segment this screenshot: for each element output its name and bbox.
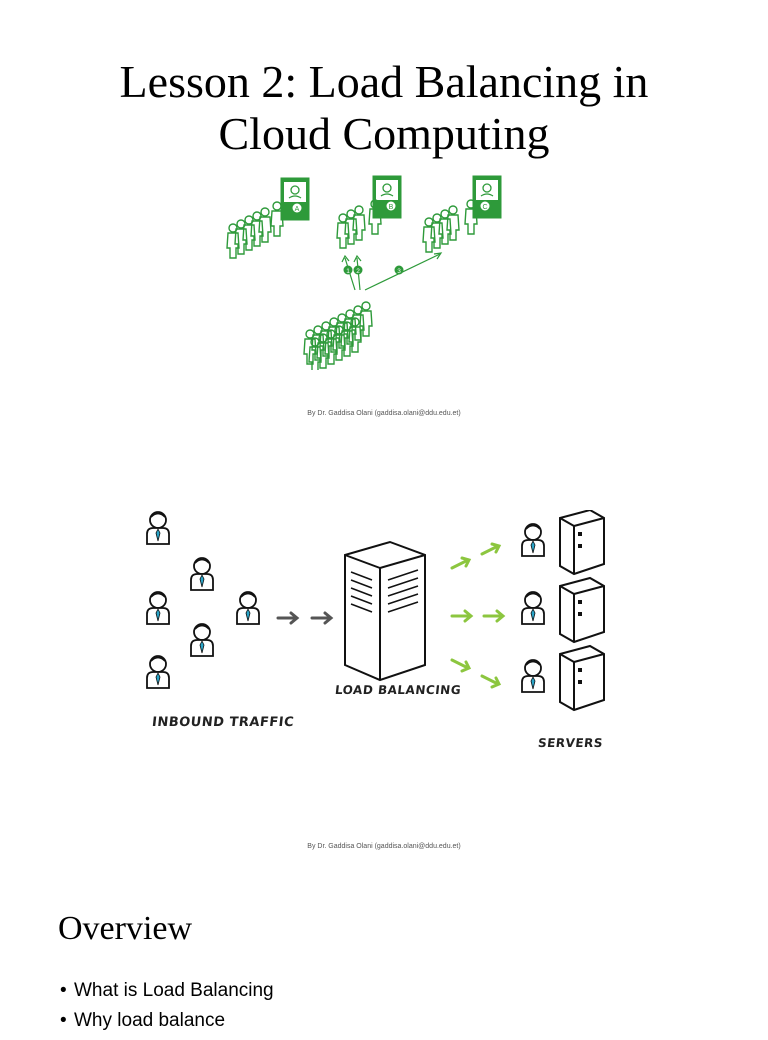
slide-footer: By Dr. Gaddisa Olani (gaddisa.olani@ddu.… bbox=[307, 410, 461, 417]
bullet-item: • What is Load Balancing bbox=[60, 980, 274, 1002]
slide-title: Lesson 2: Load Balancing in Cloud Comput… bbox=[0, 0, 768, 430]
bullet-text: What is Load Balancing bbox=[74, 980, 274, 1001]
slide-overview: Overview • What is Load Balancing • Why lo… bbox=[0, 880, 768, 1031]
counter-label-a: A bbox=[295, 206, 300, 213]
queue-c bbox=[422, 199, 478, 253]
step-label-3: 3 bbox=[397, 268, 401, 275]
inbound-traffic-label: INBOUND TRAFFIC bbox=[151, 715, 295, 730]
overview-bullet-list: • What is Load Balancing • Why load balanc… bbox=[60, 980, 274, 1040]
bullet-marker: • bbox=[60, 980, 67, 1001]
slide-load-balancing-diagram: INBOUND TRAFFIC LOAD BALANCING SERVERS B… bbox=[0, 440, 768, 870]
queue-illustration: A B C bbox=[226, 175, 502, 370]
title-line-1: Lesson 2: Load Balancing in bbox=[119, 56, 649, 107]
step-label-2: 2 bbox=[356, 268, 360, 275]
bullet-item: • Why load balance bbox=[60, 1010, 274, 1032]
load-balancing-diagram bbox=[146, 510, 605, 711]
inbound-arrows bbox=[276, 611, 334, 625]
load-balancing-label: LOAD BALANCING bbox=[334, 683, 462, 697]
counter-a: A bbox=[280, 177, 310, 221]
step-label-1: 1 bbox=[346, 268, 350, 275]
queue-a bbox=[226, 201, 284, 259]
inbound-users bbox=[146, 511, 260, 689]
step-markers: 1 2 3 bbox=[343, 265, 404, 275]
bullet-text: Why load balance bbox=[74, 1010, 226, 1031]
load-balancer-icon bbox=[344, 540, 426, 682]
servers-label: SERVERS bbox=[537, 736, 604, 750]
slide-footer: By Dr. Gaddisa Olani (gaddisa.olani@ddu.… bbox=[307, 843, 461, 850]
slide-title-heading: Lesson 2: Load Balancing in Cloud Comput… bbox=[0, 56, 768, 160]
outbound-arrows bbox=[450, 542, 506, 689]
waiting-crowd bbox=[303, 301, 373, 370]
overview-title: Overview bbox=[58, 910, 193, 947]
counter-label-b: B bbox=[389, 204, 394, 211]
counter-label-c: C bbox=[482, 204, 487, 211]
bullet-marker: • bbox=[60, 1010, 67, 1031]
server-group-1 bbox=[521, 510, 605, 575]
server-group-2 bbox=[521, 577, 605, 643]
title-line-2: Cloud Computing bbox=[218, 108, 550, 159]
server-group-3 bbox=[521, 645, 605, 711]
counter-c: C bbox=[472, 175, 502, 219]
counter-b: B bbox=[372, 175, 402, 219]
